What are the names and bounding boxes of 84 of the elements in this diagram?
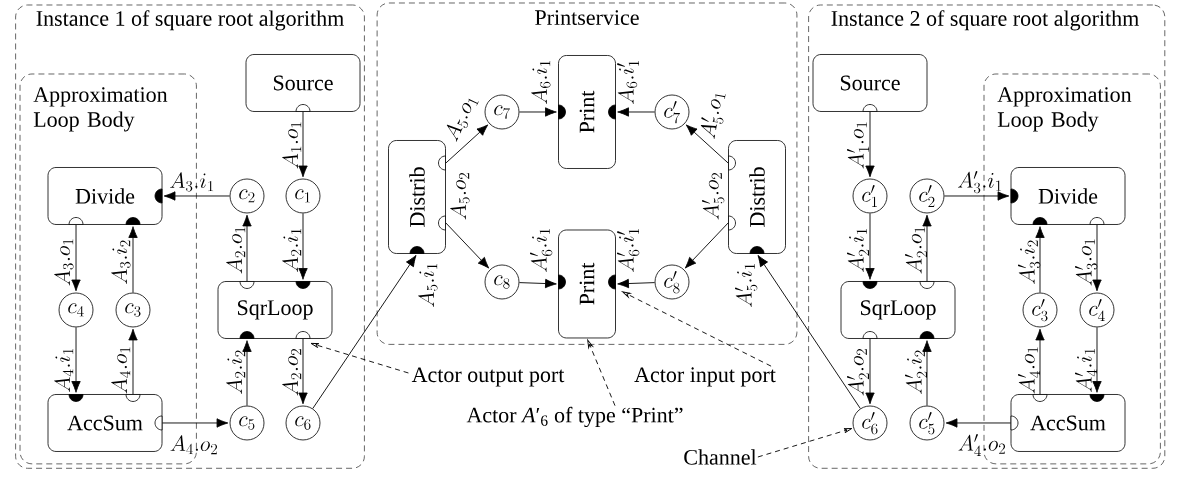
port-label: $A'_5.o_2$ <box>701 172 725 220</box>
port-label: $A'_2.o_1$ <box>904 227 927 274</box>
actor-box: Print <box>558 55 616 169</box>
port-label: $A_5.o_2$ <box>450 172 470 220</box>
port-label: $A_2.i_1$ <box>282 228 302 272</box>
arrow <box>1035 328 1045 395</box>
actor-box: Distrib <box>728 140 786 254</box>
port-label: $A'_1.o_1$ <box>846 122 869 169</box>
annotation-text: Channel <box>684 449 757 465</box>
arrow <box>242 340 252 407</box>
arrow <box>518 107 557 117</box>
arrow <box>865 338 875 405</box>
actor-box: Source <box>245 54 361 112</box>
port-label: $A_6.i'_1$ <box>616 60 639 104</box>
leader-line <box>587 339 616 407</box>
arrow <box>945 418 1012 428</box>
port-label: $A_4.i_1$ <box>54 348 74 392</box>
port-label: $A'_5.o_1$ <box>700 94 726 140</box>
port-label: $A'_4.o_2$ <box>958 433 1005 456</box>
port-label: $A'_2.i_2$ <box>904 350 927 394</box>
port-label: $A_3.o_1$ <box>54 239 74 286</box>
arrow <box>312 254 417 409</box>
actor-box: Print <box>558 229 616 339</box>
arrow <box>518 278 557 289</box>
actor-box: Distrib <box>388 140 446 254</box>
leader-line <box>622 291 772 367</box>
annotation-text: Actor input port <box>634 367 776 387</box>
annotation-text: Actor output port <box>411 367 565 387</box>
port-label: $A_6.i_1$ <box>531 60 551 104</box>
port-label: $A_3.i_1$ <box>170 172 214 192</box>
actor-box: SqrLoop <box>840 281 956 339</box>
port-label: $A'_4.o_1$ <box>1017 347 1040 394</box>
actor-box: AccSum <box>47 394 163 452</box>
arrow <box>943 191 1010 201</box>
arrow <box>71 224 81 292</box>
actor-box: SqrLoop <box>217 281 333 339</box>
actor-box: Divide <box>1010 167 1126 225</box>
port-label: $A'_4.i_1$ <box>1074 348 1097 392</box>
arrow <box>161 418 229 428</box>
arrow <box>1035 226 1045 294</box>
arrow <box>71 326 81 393</box>
port-label: $A'_3.i_1$ <box>958 170 1002 194</box>
port-label: $A_1.o_1$ <box>282 122 302 169</box>
leader-line <box>757 428 853 458</box>
arrow <box>685 124 729 164</box>
port-label: $A_2.i_2$ <box>226 350 246 394</box>
arrow <box>445 222 490 269</box>
arrow <box>617 278 656 289</box>
actor-box: Source <box>812 54 928 112</box>
leader-line <box>310 342 409 374</box>
arrow <box>865 212 875 280</box>
port-label: $A'_6.i_1$ <box>529 228 553 272</box>
arrow <box>242 214 252 282</box>
port-label: $A_5.o_1$ <box>446 98 479 142</box>
port-label: $A_4.o_1$ <box>111 347 131 394</box>
port-label: $A_5.i_1$ <box>418 263 438 307</box>
port-label: $A_2.o_1$ <box>226 227 246 274</box>
arrow <box>865 111 875 178</box>
actor-box: AccSum <box>1010 394 1126 452</box>
actor-box: Divide <box>47 167 163 225</box>
port-label: $A'_6.i'_1$ <box>616 228 640 272</box>
arrow <box>757 254 861 409</box>
arrow <box>922 340 932 407</box>
arrow <box>617 107 656 117</box>
port-label: $A_3.i_2$ <box>111 240 131 284</box>
port-label: $A'_3.i_2$ <box>1017 240 1041 284</box>
arrow <box>128 328 138 395</box>
arrow <box>1092 224 1102 292</box>
arrow <box>163 191 231 201</box>
arrow <box>445 124 489 164</box>
arrow <box>298 212 308 280</box>
arrow <box>298 111 308 178</box>
port-label: $A'_5.i_1$ <box>734 263 758 307</box>
arrow <box>298 338 308 405</box>
annotation-text: Actor A′$_{6}$ of type “Print” <box>466 406 683 428</box>
arrow <box>684 222 729 269</box>
arrow <box>128 226 138 294</box>
port-label: $A_4.o_2$ <box>170 435 218 455</box>
arrow <box>1092 326 1102 393</box>
arrow <box>922 214 932 282</box>
port-label: $A_2.o_2$ <box>282 348 302 396</box>
port-label: $A'_2.i_1$ <box>846 228 869 272</box>
port-label: $A'_3.o_1$ <box>1074 239 1098 286</box>
port-label: $A'_2.o_2$ <box>846 348 869 396</box>
